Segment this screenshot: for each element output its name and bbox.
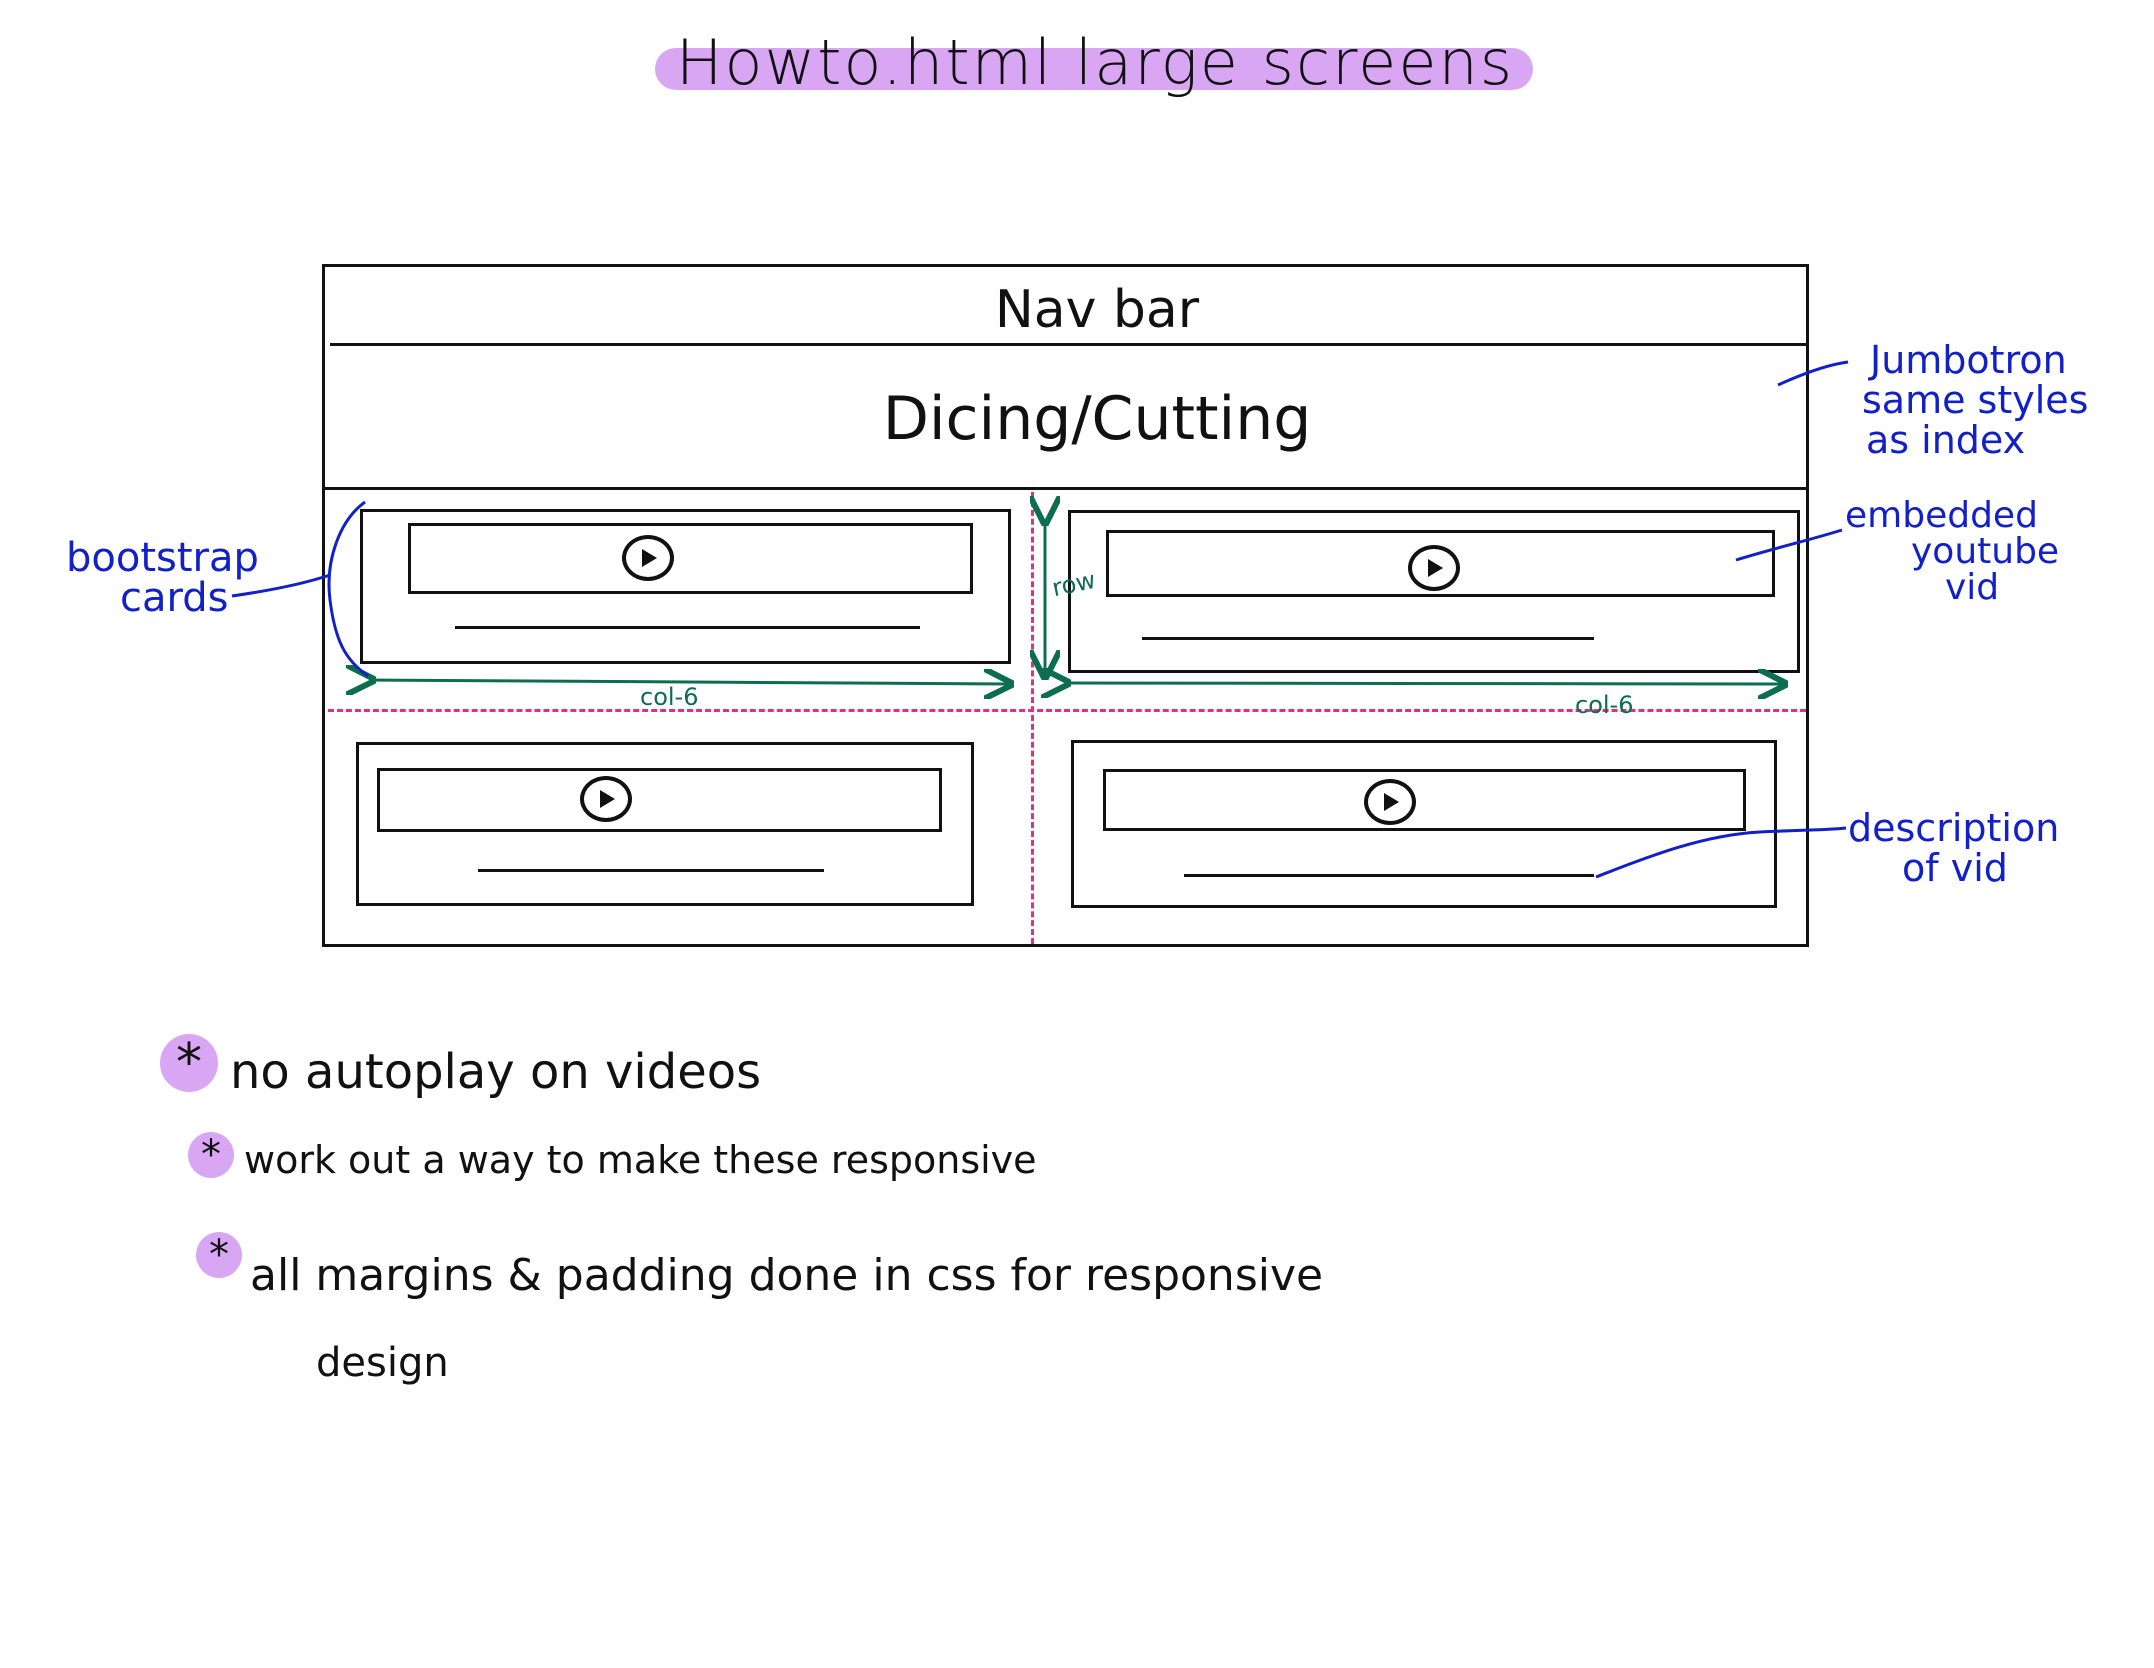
annotation-jumbotron-line: Jumbotron <box>1870 338 2067 382</box>
video-embed-top-left <box>408 523 973 594</box>
video-leader <box>1735 528 1843 562</box>
card-bottom-right <box>1071 740 1777 908</box>
description-line-top-right <box>1142 637 1594 640</box>
page-title: Howto.html large screens <box>675 26 1515 99</box>
card-top-left <box>360 509 1011 664</box>
col-right-label: col-6 <box>1575 691 1634 719</box>
video-embed-bottom-left <box>377 768 942 832</box>
play-icon <box>622 535 674 581</box>
navbar-divider <box>330 343 1806 346</box>
note-bullet: * <box>160 1033 218 1093</box>
annotation-cards: bootstrap cards <box>66 538 259 618</box>
jumbotron-leader <box>1777 360 1849 387</box>
wireframe-frame <box>322 264 1809 947</box>
annotation-description-line: of vid <box>1902 846 2008 890</box>
jumbotron-divider <box>322 487 1806 490</box>
row-divider <box>328 709 1806 712</box>
video-embed-bottom-right <box>1103 769 1746 831</box>
col-right-arrow <box>1065 683 1782 684</box>
jumbotron-label: Dicing/Cutting <box>882 384 1312 454</box>
annotation-video-line: embedded <box>1845 495 2038 536</box>
navbar-label: Nav bar <box>994 280 1200 340</box>
cards-bracket <box>327 500 369 678</box>
description-line-top-left <box>455 626 920 629</box>
annotation-description-line: description <box>1848 806 2060 850</box>
col-left-arrow <box>370 680 1008 684</box>
cards-leader <box>231 573 331 598</box>
annotation-description: description of vid <box>1848 808 2059 888</box>
play-icon <box>1408 545 1460 591</box>
description-line-bottom-left <box>478 869 824 872</box>
note-responsive: work out a way to make these responsive <box>244 1138 1037 1182</box>
note-bullet: * <box>188 1132 234 1178</box>
title-highlight <box>655 48 1533 90</box>
annotation-video-line: vid <box>1945 567 2000 608</box>
col-left-label: col-6 <box>640 683 699 711</box>
note-autoplay: no autoplay on videos <box>230 1044 762 1100</box>
annotation-cards-line: cards <box>120 575 229 621</box>
annotation-jumbotron-line: same styles <box>1862 378 2089 422</box>
play-icon <box>580 776 632 822</box>
note-bullet: * <box>196 1232 242 1278</box>
description-line-bottom-right <box>1184 874 1594 877</box>
column-divider <box>1031 492 1034 944</box>
play-icon <box>1364 779 1416 825</box>
card-bottom-left <box>356 742 974 906</box>
description-leader <box>1595 826 1847 879</box>
annotation-video: embedded youtube vid <box>1845 498 2059 606</box>
annotation-cards-line: bootstrap <box>66 535 259 581</box>
annotation-jumbotron-line: as index <box>1866 418 2026 462</box>
annotation-jumbotron: Jumbotron same styles as index <box>1862 340 2088 460</box>
annotation-video-line: youtube <box>1911 531 2060 572</box>
note-css-continued: design <box>316 1340 449 1386</box>
note-css: all margins & padding done in css for re… <box>250 1250 1324 1301</box>
video-embed-top-right <box>1106 530 1775 597</box>
